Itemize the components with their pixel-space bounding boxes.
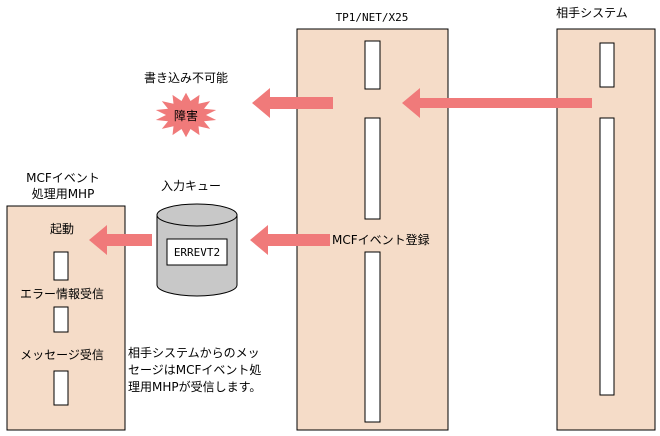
handler-title-line2: 処理用MHP [32, 187, 95, 201]
note-line-3: 理用MHPが受信します。 [128, 379, 261, 394]
cannot-write-label: 書き込み不可能 [144, 71, 228, 85]
fault-arrow [252, 88, 333, 118]
note-text: 相手システムからのメッ セージはMCFイベント処 理用MHPが受信します。 [128, 346, 261, 394]
event-register-label: MCFイベント登録 [332, 232, 430, 247]
handler-slot-3 [53, 370, 69, 406]
message-arrow [402, 88, 592, 118]
handler-slot-1 [53, 251, 69, 281]
input-queue-group: 入力キュー ERREVT2 [156, 179, 238, 297]
tp1-slot-2 [364, 117, 381, 220]
fault-label: 障害 [174, 108, 198, 123]
message-received-label: メッセージ受信 [20, 348, 104, 362]
startup-arrow [89, 225, 152, 255]
queue-name-box [166, 238, 228, 266]
input-queue-title: 入力キュー [161, 179, 221, 193]
note-line-1: 相手システムからのメッ [128, 346, 260, 360]
handler-slot-2 [53, 306, 69, 333]
startup-label: 起動 [50, 222, 74, 236]
register-arrow [250, 225, 330, 255]
remote-slot-2 [599, 117, 615, 396]
fault-starburst-group: 書き込み不可能 障害 [144, 71, 228, 138]
queue-cylinder-top [156, 203, 238, 227]
fault-starburst-icon [155, 92, 217, 138]
remote-slot-1 [599, 42, 615, 88]
remote-system-column: 相手システム [556, 6, 656, 431]
tp1-slot-1 [364, 40, 381, 90]
queue-name-label: ERREVT2 [174, 246, 220, 259]
note-line-2: セージはMCFイベント処 [128, 363, 261, 377]
handler-mhp-column: MCFイベント 処理用MHP 起動 エラー情報受信 メッセージ受信 [6, 171, 126, 431]
handler-title-line1: MCFイベント [26, 171, 100, 185]
arrows [89, 88, 592, 255]
tp1-net-x25-column: TP1/NET/X25 MCFイベント登録 [296, 11, 449, 431]
remote-title: 相手システム [556, 6, 628, 20]
error-info-received-label: エラー情報受信 [20, 287, 104, 301]
tp1-slot-3 [364, 251, 381, 423]
tp1-title: TP1/NET/X25 [336, 11, 409, 24]
